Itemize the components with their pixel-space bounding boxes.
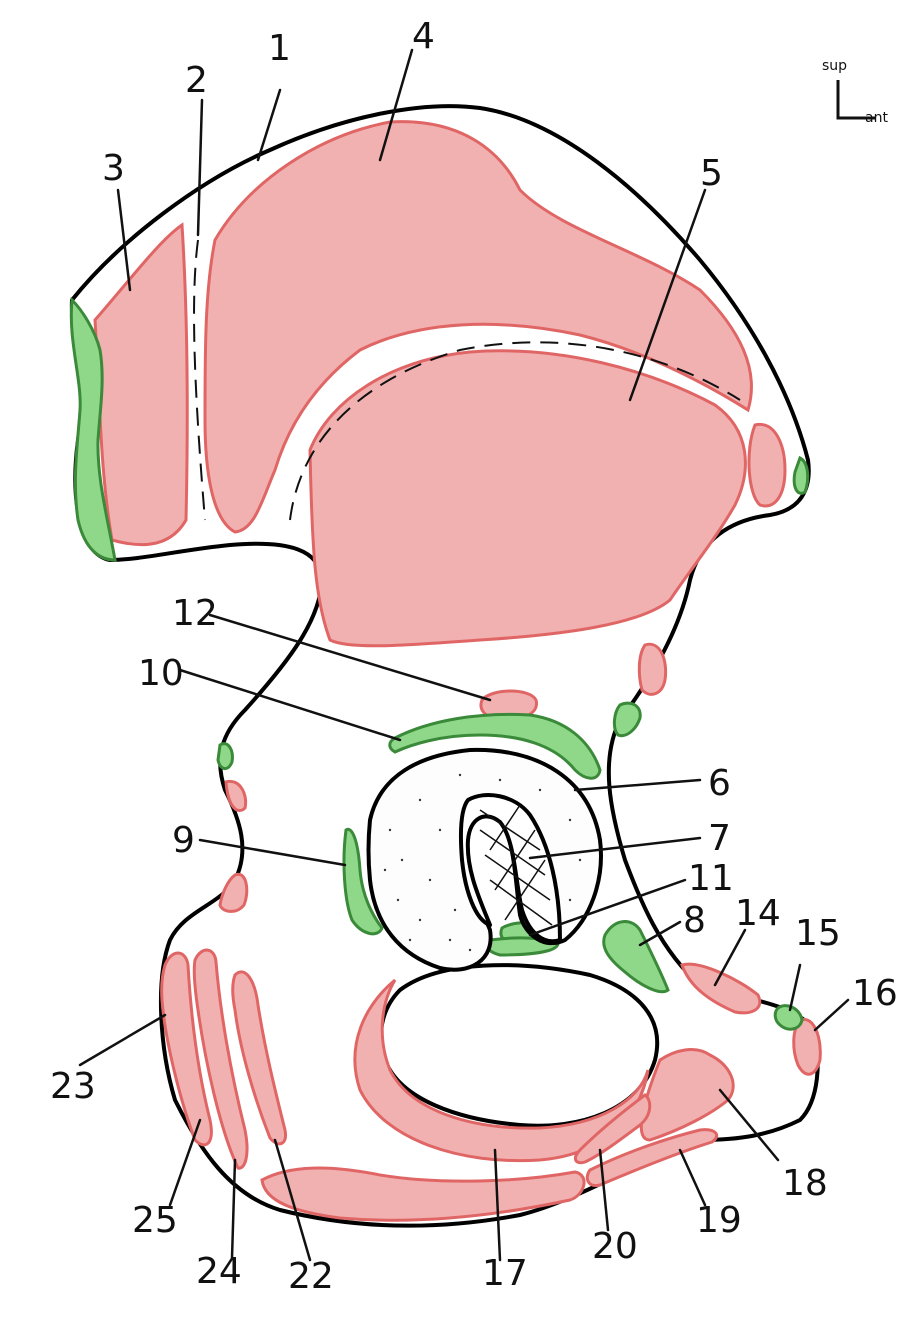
leader-1 <box>256 88 282 162</box>
ligament-area-9 <box>342 827 384 936</box>
label-24: 24 <box>196 1251 242 1292</box>
leader-17 <box>493 1148 502 1262</box>
leader-2 <box>196 98 204 237</box>
label-9: 9 <box>172 820 195 861</box>
label-11: 11 <box>688 858 734 899</box>
label-22: 22 <box>288 1256 334 1297</box>
hatch-lines <box>479 804 553 926</box>
label-16: 16 <box>852 973 898 1014</box>
dashed-line-arc <box>289 341 741 521</box>
muscle-area-19 <box>585 1128 719 1188</box>
leader-6 <box>573 778 702 792</box>
leader-20 <box>598 1148 610 1232</box>
leader-19 <box>678 1148 707 1207</box>
leader-18 <box>718 1088 780 1162</box>
leader-7 <box>528 836 702 860</box>
orientation-corner-L <box>836 80 875 120</box>
label-10: 10 <box>138 653 184 694</box>
leader-4 <box>378 48 414 162</box>
orientation-ant: ant <box>865 110 888 126</box>
ligament-small-left <box>216 742 234 770</box>
label-2: 2 <box>185 60 208 101</box>
leader-10 <box>178 668 402 742</box>
ligament-right-edge <box>792 455 810 495</box>
muscle-area-bottom <box>260 1166 586 1222</box>
muscle-small-a <box>747 422 787 508</box>
label-8: 8 <box>683 900 706 941</box>
ligament-area-15 <box>773 1004 804 1031</box>
muscle-area-20 <box>573 1093 652 1165</box>
muscle-area-3 <box>93 222 189 546</box>
label-7: 7 <box>708 818 731 859</box>
orientation-sup: sup <box>822 58 847 74</box>
muscle-area-18 <box>639 1048 735 1142</box>
auricular-stipple <box>383 773 582 952</box>
muscle-small-left-2 <box>218 872 249 913</box>
leader-24 <box>230 1158 237 1260</box>
ligament-small-right <box>612 701 642 738</box>
leader-15 <box>788 963 802 1012</box>
ligament-area-8 <box>602 920 670 994</box>
leader-11 <box>528 878 687 937</box>
label-14: 14 <box>735 893 781 934</box>
muscle-area-17 <box>353 978 650 1163</box>
dashed-line-2 <box>193 239 206 521</box>
ligament-left-edge <box>69 296 117 562</box>
label-3: 3 <box>102 148 125 189</box>
label-1: 1 <box>268 28 291 69</box>
label-15: 15 <box>795 913 841 954</box>
leader-12 <box>208 613 492 702</box>
leader-9 <box>198 838 347 867</box>
muscle-small-left-1 <box>224 779 248 813</box>
label-20: 20 <box>592 1226 638 1267</box>
label-23: 23 <box>50 1066 96 1107</box>
muscle-area-4 <box>203 120 753 534</box>
leader-25 <box>168 1118 202 1207</box>
label-18: 18 <box>782 1163 828 1204</box>
label-17: 17 <box>482 1253 528 1294</box>
label-4: 4 <box>412 16 435 57</box>
muscle-small-b <box>637 642 668 696</box>
label-5: 5 <box>700 153 723 194</box>
leader-lines <box>78 48 850 1262</box>
muscle-area-22 <box>231 970 288 1146</box>
label-12: 12 <box>172 593 218 634</box>
leader-8 <box>638 920 682 947</box>
label-6: 6 <box>708 763 731 804</box>
leader-16 <box>813 998 850 1032</box>
muscle-area-24 <box>192 948 249 1170</box>
muscle-area-14 <box>680 962 762 1015</box>
leader-5 <box>628 188 707 402</box>
muscle-area-23 <box>160 951 213 1147</box>
leader-23 <box>78 1013 167 1067</box>
muscle-area-16 <box>792 1017 822 1076</box>
number-labels: 1 2 3 4 5 6 7 8 9 10 11 12 14 15 16 17 1… <box>50 16 898 1297</box>
label-25: 25 <box>132 1200 178 1241</box>
muscle-area-5 <box>308 349 747 648</box>
leader-14 <box>713 928 747 987</box>
ligament-area-10 <box>388 712 602 780</box>
orientation-marker: sup ant <box>822 58 888 126</box>
label-19: 19 <box>696 1200 742 1241</box>
leader-22 <box>273 1138 312 1262</box>
leader-3 <box>116 188 132 292</box>
